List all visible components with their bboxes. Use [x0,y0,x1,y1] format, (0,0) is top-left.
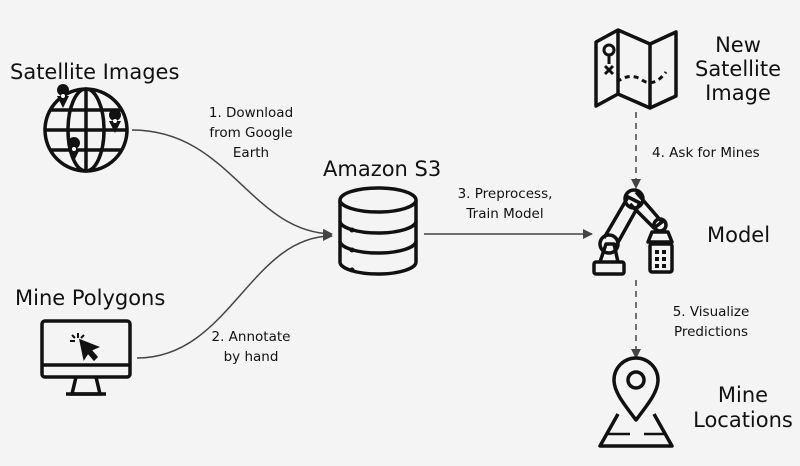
node-label-amazon-s3: Amazon S3 [323,157,442,181]
node-label-mine-locations: Mine Locations [693,383,793,432]
edge-label-preprocess: 3. Preprocess, Train Model [457,186,553,222]
location-pin-icon [598,356,674,448]
edge-annotate [136,231,333,359]
node-label-model: Model [707,223,771,247]
globe-with-pins-icon [43,84,129,173]
node-label-satellite-images: Satellite Images [10,60,180,84]
edge-label-visualize: 5. Visualize Predictions [672,304,750,340]
node-label-mine-polygons: Mine Polygons [15,286,166,310]
edge-label-ask: 4. Ask for Mines [652,145,760,161]
edge-label-download: 1. Download from Google Earth [208,105,294,161]
node-label-new-satellite-image: New Satellite Image [694,33,781,105]
treasure-map-icon [594,28,678,110]
database-icon [338,186,418,276]
edge-label-annotate: 2. Annotate by hand [211,329,291,365]
monitor-cursor-icon [40,319,132,396]
robot-arm-icon [592,188,674,276]
edge-download [131,129,333,239]
